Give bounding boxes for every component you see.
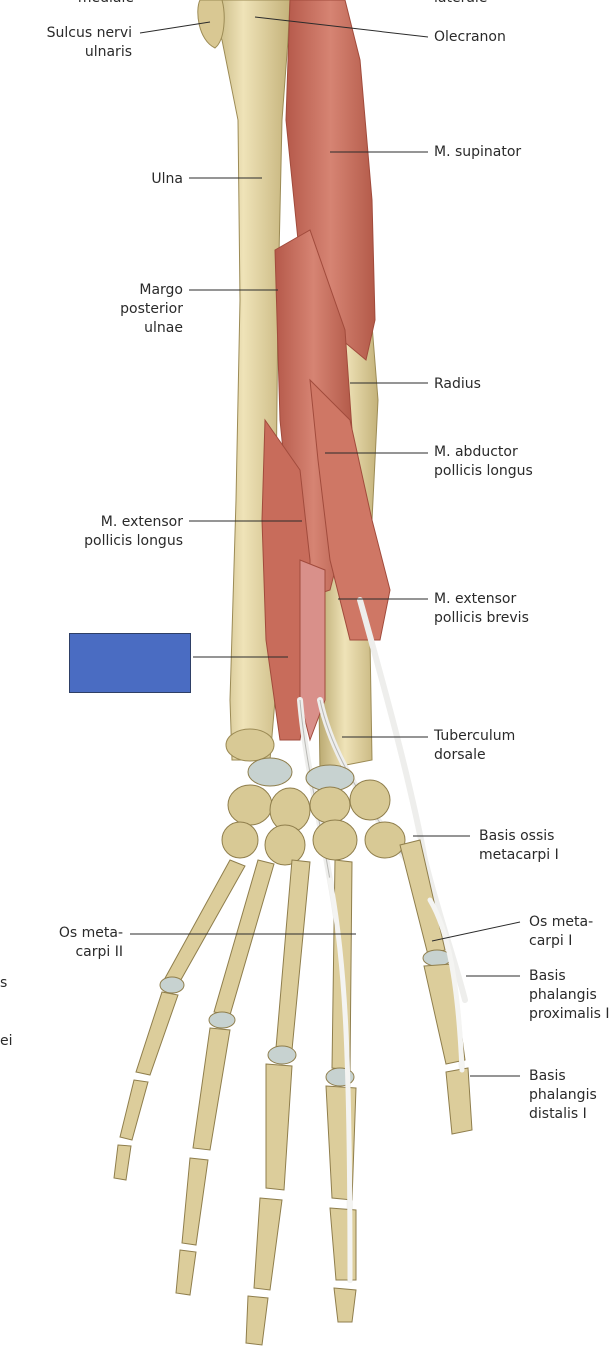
label-radius: Radius: [434, 376, 481, 392]
hidden-label-box: [69, 633, 191, 693]
label-left-edge-fragment-b: ei: [0, 1033, 13, 1049]
muscle-group: [261, 0, 391, 742]
label-ulna: Ulna: [151, 171, 183, 187]
label-basis-ossis-metacarpi-i: Basis ossis metacarpi I: [479, 828, 559, 863]
label-m-abductor-pollicis-longus: M. abductor pollicis longus: [434, 444, 533, 479]
label-m-extensor-pollicis-longus: M. extensor pollicis longus: [84, 514, 183, 549]
label-m-supinator: M. supinator: [434, 144, 522, 160]
label-os-metacarpi-ii: Os meta- carpi II: [58, 925, 123, 960]
label-basis-phalangis-distalis-i: Basis phalangis distalis I: [529, 1068, 597, 1122]
label-sulcus-nervi-ulnaris: Sulcus nervi ulnaris: [46, 25, 132, 60]
hand-bones: [113, 839, 473, 1346]
leader-lines: [130, 16, 521, 1077]
label-margo-posterior-ulnae: Margo posterior ulnae: [120, 282, 183, 336]
label-top-right-cut: laterale: [434, 0, 487, 8]
label-top-left-cut: mediale: [70, 0, 134, 8]
label-basis-phalangis-proximalis-i: Basis phalangis proximalis I: [529, 968, 610, 1022]
label-os-metacarpi-i: Os meta- carpi I: [529, 914, 594, 949]
label-m-extensor-pollicis-brevis: M. extensor pollicis brevis: [434, 591, 529, 626]
label-left-edge-fragment-a: s: [0, 975, 8, 991]
carpal-bones: [221, 757, 406, 866]
label-tuberculum-dorsale: Tuberculum dorsale: [434, 728, 516, 763]
label-olecranon: Olecranon: [434, 29, 506, 45]
